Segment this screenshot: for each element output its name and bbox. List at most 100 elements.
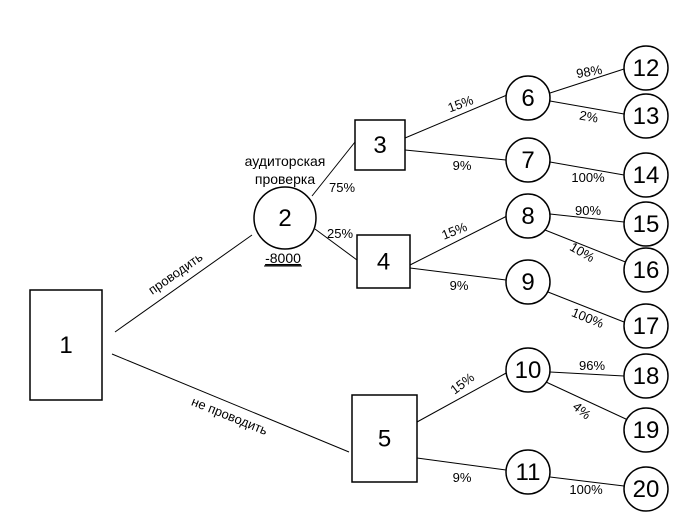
edge-label-6-13: 2% — [578, 108, 600, 126]
node-label-5: 5 — [378, 426, 391, 453]
chance-node-circle-14 — [623, 152, 669, 198]
edges — [111, 68, 629, 487]
node-3: 3 — [354, 119, 406, 171]
edge-label-11-20: 100% — [569, 482, 603, 497]
edge-5-10 — [416, 371, 509, 423]
edge-label-5-11: 9% — [453, 470, 472, 485]
edge-9-17 — [547, 291, 625, 323]
edge-label-2-3: 75% — [329, 180, 355, 195]
annotations: аудиторская проверка -8000 — [245, 153, 326, 267]
node-18: 18 — [623, 353, 669, 399]
node-2: 2 — [253, 186, 317, 250]
node-label-6: 6 — [521, 85, 534, 112]
edge-label-8-16: 10% — [567, 239, 597, 265]
edge-label-3-6: 15% — [446, 92, 476, 115]
edge-label-9-17: 100% — [569, 305, 606, 332]
edge-label-10-18: 96% — [579, 358, 605, 373]
node-label-7: 7 — [521, 147, 534, 174]
decision-node-box-4 — [356, 234, 411, 289]
node-label-14: 14 — [633, 162, 660, 189]
edge-2-4 — [314, 228, 358, 261]
edge-label-3-7: 9% — [453, 158, 472, 173]
node-5: 5 — [351, 394, 418, 483]
node-15: 15 — [623, 201, 669, 247]
node-1: 1 — [29, 289, 103, 401]
annotation-audit-line1: аудиторская — [245, 153, 326, 169]
annotation-cost: -8000 — [265, 250, 301, 266]
node-14: 14 — [623, 152, 669, 198]
node-11: 11 — [505, 449, 551, 495]
chance-node-circle-16 — [623, 247, 669, 293]
edge-label-6-12: 98% — [575, 62, 604, 81]
node-label-19: 19 — [633, 417, 660, 444]
chance-node-circle-8 — [505, 193, 551, 239]
edge-11-20 — [549, 476, 625, 487]
edge-label-5-10: 15% — [447, 369, 477, 397]
node-label-9: 9 — [521, 269, 534, 296]
chance-node-circle-9 — [505, 259, 551, 305]
edge-6-13 — [549, 100, 625, 115]
node-19: 19 — [623, 407, 669, 453]
chance-node-circle-15 — [623, 201, 669, 247]
chance-node-circle-12 — [623, 45, 669, 91]
node-label-17: 17 — [633, 313, 660, 340]
edge-7-14 — [549, 161, 625, 176]
decision-node-box-5 — [351, 394, 418, 483]
edge-5-11 — [416, 457, 507, 471]
chance-node-circle-11 — [505, 449, 551, 495]
edge-2-3 — [311, 141, 356, 197]
node-13: 13 — [623, 93, 669, 139]
edge-3-6 — [404, 94, 508, 139]
chance-node-circle-17 — [623, 303, 669, 349]
node-label-11: 11 — [516, 459, 541, 486]
edge-3-7 — [404, 149, 507, 161]
node-20: 20 — [623, 466, 669, 512]
node-label-2: 2 — [278, 205, 291, 232]
edge-label-4-9: 9% — [450, 278, 469, 293]
chance-node-circle-19 — [623, 407, 669, 453]
node-label-8: 8 — [521, 203, 534, 230]
node-label-1: 1 — [59, 332, 72, 359]
chance-node-circle-20 — [623, 466, 669, 512]
node-8: 8 — [505, 193, 551, 239]
node-17: 17 — [623, 303, 669, 349]
node-label-13: 13 — [633, 103, 660, 130]
edge-8-16 — [544, 229, 629, 264]
chance-node-circle-7 — [505, 137, 551, 183]
node-label-10: 10 — [515, 357, 542, 384]
node-4: 4 — [356, 234, 411, 289]
chance-node-circle-2 — [253, 186, 317, 250]
node-10: 10 — [505, 347, 551, 393]
node-6: 6 — [505, 75, 551, 121]
edge-label-2-4: 25% — [327, 226, 353, 241]
chance-node-circle-6 — [505, 75, 551, 121]
edge-1-5 — [111, 353, 350, 453]
chance-node-circle-13 — [623, 93, 669, 139]
edge-1-2 — [114, 234, 253, 333]
edge-10-19 — [545, 381, 629, 421]
edge-label-7-14: 100% — [571, 170, 605, 185]
chance-node-circle-10 — [505, 347, 551, 393]
edge-label-4-8: 15% — [439, 219, 469, 243]
node-12: 12 — [623, 45, 669, 91]
annotation-audit-line2: проверка — [255, 171, 315, 187]
node-16: 16 — [623, 247, 669, 293]
node-label-20: 20 — [633, 476, 660, 503]
edge-6-12 — [549, 68, 625, 94]
node-label-12: 12 — [633, 55, 660, 82]
edge-4-8 — [409, 215, 508, 266]
chance-node-circle-18 — [623, 353, 669, 399]
edge-10-18 — [549, 371, 625, 377]
node-label-16: 16 — [633, 257, 660, 284]
decision-node-box-1 — [29, 289, 103, 401]
edge-8-15 — [549, 213, 625, 223]
edge-4-9 — [409, 267, 507, 281]
node-label-3: 3 — [373, 132, 386, 159]
edge-label-1-2: проводить — [145, 249, 205, 297]
edge-label-8-15: 90% — [575, 203, 601, 218]
node-label-15: 15 — [633, 211, 660, 238]
decision-node-box-3 — [354, 119, 406, 171]
